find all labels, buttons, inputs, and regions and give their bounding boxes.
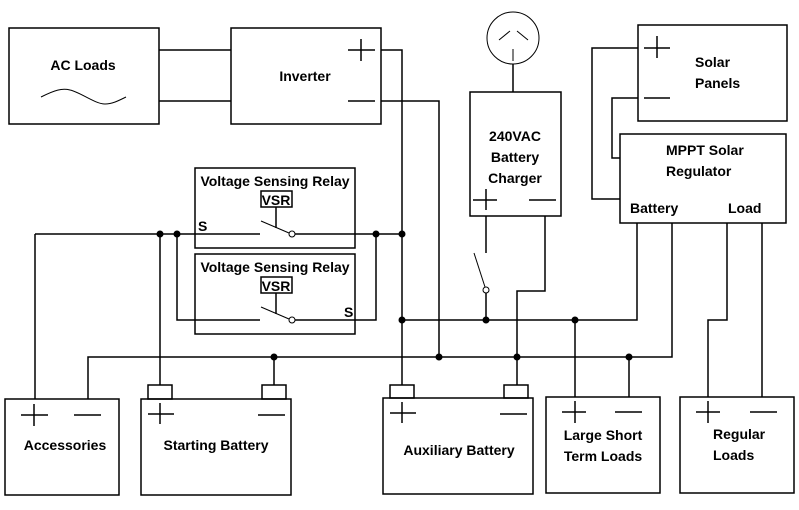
regulator-label-1: MPPT Solar	[666, 142, 744, 158]
charger-label-2: Battery	[491, 149, 539, 165]
solar-panels: Solar Panels	[637, 24, 788, 122]
auxiliary-battery: Auxiliary Battery	[382, 384, 534, 495]
ac-loads-label: AC Loads	[50, 57, 116, 73]
plus-icon	[148, 403, 174, 424]
plus-icon	[644, 36, 670, 58]
vsr-1-sense-label: S	[198, 218, 207, 234]
negative-bus	[87, 223, 673, 399]
plus-icon	[348, 39, 375, 61]
regulator-label-2: Regulator	[666, 163, 732, 179]
starting-battery: Starting Battery	[140, 384, 292, 496]
plus-icon	[473, 189, 497, 210]
mppt-regulator: MPPT Solar Regulator Battery Load	[619, 133, 787, 224]
ac-loads-block: AC Loads	[8, 27, 160, 125]
solar-label-1: Solar	[695, 54, 731, 70]
solar-label-2: Panels	[695, 75, 740, 91]
vsr-1: Voltage Sensing Relay VSR S	[194, 167, 356, 249]
vsr-2-title: Voltage Sensing Relay	[200, 259, 349, 275]
wire	[295, 234, 377, 321]
charger-label-3: Charger	[488, 170, 542, 186]
large-loads-label-2: Term Loads	[564, 448, 643, 464]
starting-battery-label: Starting Battery	[163, 437, 268, 453]
switch-icon	[260, 306, 290, 320]
auxiliary-battery-label: Auxiliary Battery	[403, 442, 514, 458]
vsr-1-tag: VSR	[262, 192, 291, 208]
solar-negative-wire	[611, 97, 638, 159]
vsr-2-sense-label: S	[344, 304, 353, 320]
plus-icon	[562, 401, 586, 423]
regular-loads-label-1: Regular	[713, 426, 766, 442]
large-loads-label-1: Large Short	[564, 427, 643, 443]
inverter-label: Inverter	[279, 68, 331, 84]
vsr-2-tag: VSR	[262, 278, 291, 294]
junction-dots	[156, 230, 633, 361]
regular-loads-label-2: Loads	[713, 447, 754, 463]
regulator-load-label: Load	[728, 200, 761, 216]
accessories: Accessories	[4, 398, 120, 496]
switch-icon	[260, 220, 290, 234]
vsr-1-title: Voltage Sensing Relay	[200, 173, 349, 189]
positive-bus	[402, 223, 638, 321]
charger-negative-wire	[516, 216, 546, 385]
charger-label-1: 240VAC	[489, 128, 541, 144]
plus-icon	[696, 401, 720, 423]
switch-icon	[473, 252, 486, 288]
sine-wave-icon	[40, 88, 127, 105]
regulator-battery-label: Battery	[630, 200, 678, 216]
large-short-term-loads: Large Short Term Loads	[545, 396, 661, 494]
accessories-label: Accessories	[24, 437, 107, 453]
regular-loads: Regular Loads	[679, 396, 795, 494]
inverter-block: Inverter	[230, 27, 382, 125]
wire	[176, 234, 260, 321]
battery-charger: 240VAC Battery Charger	[469, 11, 562, 217]
plus-icon	[390, 402, 416, 423]
load-positive-wire	[707, 223, 728, 397]
plus-icon	[21, 404, 48, 426]
vsr-2: Voltage Sensing Relay VSR S	[194, 253, 356, 335]
inverter-negative-wire	[381, 100, 440, 357]
solar-positive-wire	[591, 47, 638, 200]
inverter-positive-wire	[381, 49, 403, 385]
